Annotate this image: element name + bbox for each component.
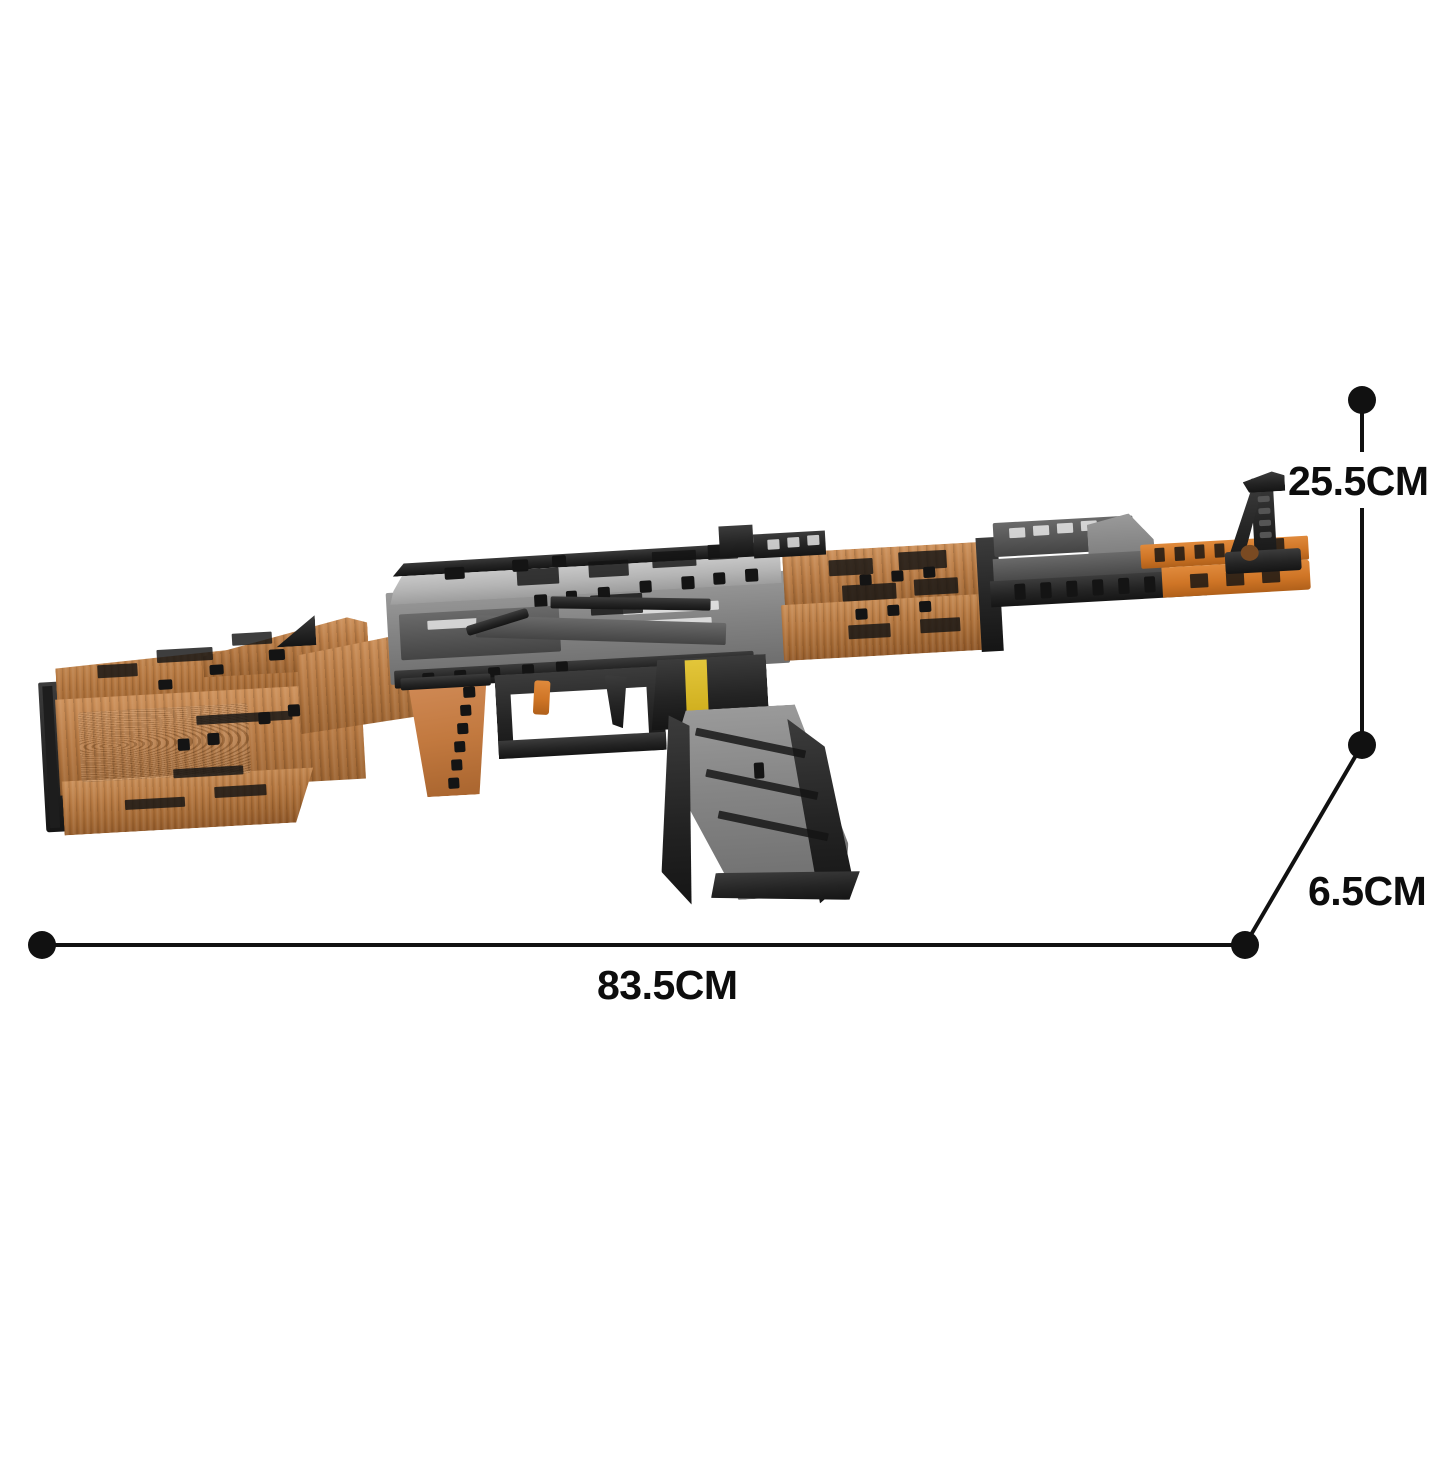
height-depth-junction-dot bbox=[1348, 731, 1376, 759]
diagram-canvas: 25.5CM 6.5CM 83.5CM bbox=[28, 386, 1430, 1008]
width-left-dot bbox=[28, 931, 56, 959]
width-dimension-label: 83.5CM bbox=[597, 962, 738, 1008]
width-dimension bbox=[28, 931, 1259, 959]
depth-line bbox=[1243, 743, 1364, 947]
height-dimension bbox=[1348, 386, 1376, 745]
depth-dimension bbox=[1243, 731, 1376, 947]
height-top-dot bbox=[1348, 386, 1376, 414]
height-dimension-label: 25.5CM bbox=[1288, 458, 1429, 504]
dimension-callouts bbox=[28, 386, 1376, 959]
depth-dimension-label: 6.5CM bbox=[1308, 868, 1427, 914]
width-right-corner-dot bbox=[1231, 931, 1259, 959]
